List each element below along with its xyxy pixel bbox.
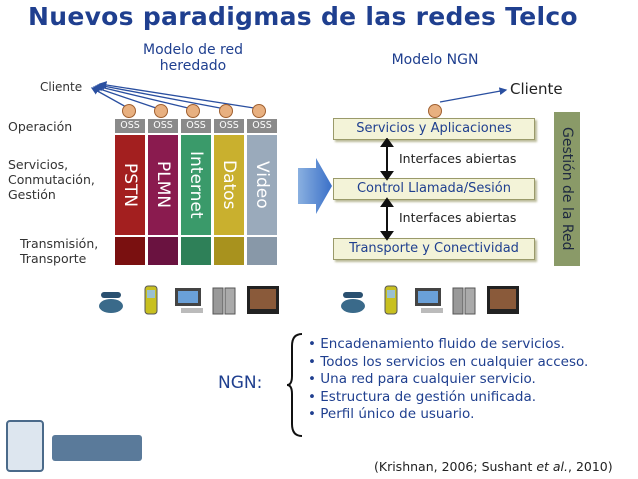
operator-person-icon [154,104,168,118]
ngn-summary-label: NGN: [218,373,263,393]
summary-bullets: • Encadenamiento fluido de servicios. • … [308,336,588,424]
operator-person-icon [252,104,266,118]
summary-bullet-item: • Perfil único de usuario. [308,406,475,422]
oss-box: OSS [214,119,244,133]
summary-bullet-item: • Una red para cualquier servicio. [308,371,536,387]
transport-block [148,237,178,265]
layer-servicios: Servicios y Aplicaciones [333,118,535,140]
university-seal-logo [6,420,44,472]
gestion-red-bar: Gestión de la Red [554,112,580,266]
row-label-transmision: Transmisión, Transporte [20,236,99,266]
column-datos: Datos [214,135,244,235]
row-label-operacion: Operación [8,119,73,134]
summary-brace [286,333,303,437]
interfaces-label-1: Interfaces abiertas [399,151,517,166]
summary-bullet-item: • Estructura de gestión unificada. [308,388,537,405]
transition-arrow [298,158,332,214]
transport-block [214,237,244,265]
server-icon [212,287,236,315]
summary-bullet-item: • Encadenamiento fluido de servicios. [308,336,565,352]
layer-control: Control Llamada/Sesión [333,178,535,200]
tv-icon [487,286,519,314]
interfaces-label-2: Interfaces abiertas [399,210,517,225]
legacy-header: Modelo de red heredado [143,42,243,74]
ngn-person-icon [428,104,442,118]
layer-transporte: Transporte y Conectividad [333,238,535,260]
oss-box: OSS [181,119,211,133]
ngn-client-arrow [439,87,508,103]
group-logo [52,435,142,461]
summary-bullet-item: • Todos los servicios en cualquier acces… [308,353,589,370]
legacy-client-arrows [90,81,255,109]
telephone-icon [99,292,123,313]
transport-block [115,237,145,265]
tv-icon [247,286,279,314]
computer-icon [175,288,203,313]
oss-box: OSS [115,119,145,133]
column-internet: Internet [181,135,211,235]
transport-block [181,237,211,265]
ngn-header: Modelo NGN [391,52,479,68]
ngn-cliente-label: Cliente [510,80,563,98]
column-video: Video [247,135,277,235]
oss-box: OSS [148,119,178,133]
telephone-icon [341,292,365,313]
ngn-devices [341,285,519,315]
legacy-devices [99,285,279,315]
legacy-cliente-label: Cliente [40,80,83,94]
operator-person-icon [186,104,200,118]
citation: (Krishnan, 2006; Sushant et al., 2010) [374,459,613,474]
mobile-phone-icon [384,285,398,315]
server-icon [452,287,476,315]
slide-title: Nuevos paradigmas de las redes Telco [28,2,578,31]
row-label-servicios: Servicios, Conmutación, Gestión [8,157,95,202]
interface-arrows [380,138,394,241]
column-pstn: PSTN [115,135,145,235]
mobile-phone-icon [144,285,158,315]
operator-person-icon [219,104,233,118]
computer-icon [415,288,443,313]
transport-block [247,237,277,265]
operator-person-icon [122,104,136,118]
oss-box: OSS [247,119,277,133]
column-plmn: PLMN [148,135,178,235]
